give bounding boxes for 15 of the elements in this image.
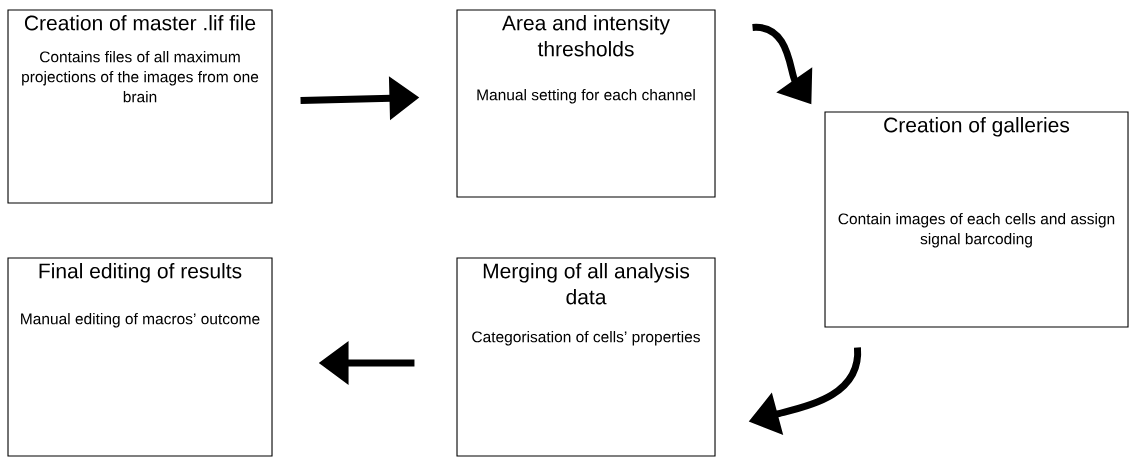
process-box [456,257,716,457]
heading: Final editing of results [39,263,242,283]
heading: Area and intensity thresholds [502,15,670,57]
description: Manual setting for each channel [477,89,695,104]
heading: Creation of master .lif file [24,15,256,31]
heading: Merging of all analysis data [483,263,690,305]
description: Contain images of each cells and assign signal barcoding [838,213,1115,248]
heading: Creation of galleries [884,117,1070,137]
process-box [7,9,273,204]
description: Manual editing of macros’ outcome [21,313,260,328]
description: Contains files of all maximum projections of the images from one brain [22,51,259,103]
process-box [824,111,1129,328]
process-box [7,257,273,457]
process-box [456,9,716,198]
description: Categorisation of cells’ properties [472,331,700,346]
